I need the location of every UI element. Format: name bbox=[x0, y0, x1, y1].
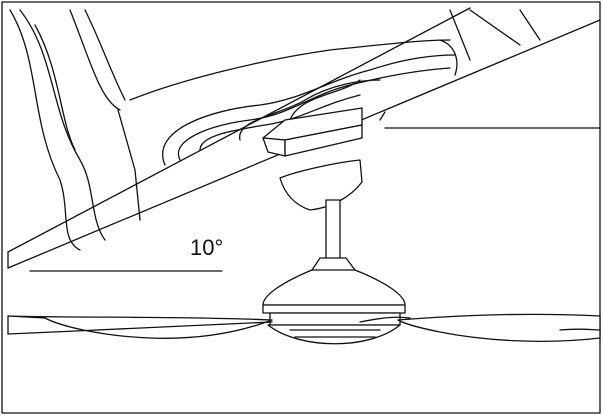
fan-blades bbox=[7, 313, 601, 342]
motor-housing bbox=[262, 257, 406, 345]
sloped-ceiling bbox=[7, 7, 601, 269]
canopy bbox=[279, 159, 363, 211]
mounting-bracket bbox=[262, 107, 363, 157]
downrod bbox=[325, 199, 341, 261]
angle-label: 10° bbox=[190, 235, 223, 260]
